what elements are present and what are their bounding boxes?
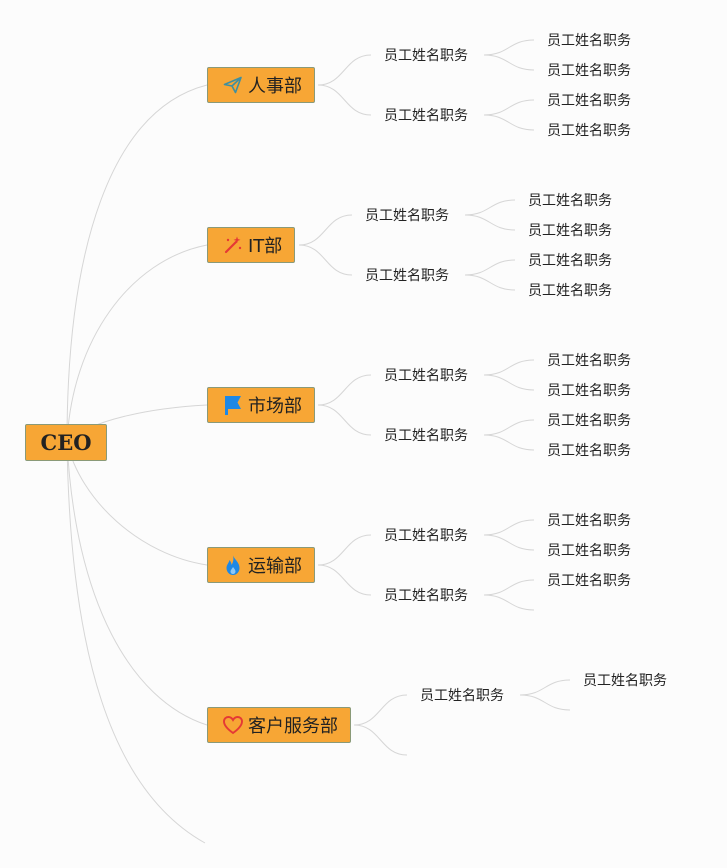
logistics-group-1-member-2: 员工姓名职务 — [547, 543, 631, 559]
link-dept3-group1-member2 — [483, 374, 535, 391]
hr-group-2-member-1: 员工姓名职务 — [547, 93, 631, 109]
dept-marketing-node[interactable]: 市场部 — [207, 387, 315, 423]
link-dept3-group1-member1 — [483, 359, 535, 376]
it-group-1-label: 员工姓名职务 — [365, 208, 449, 224]
it-group-2-label: 员工姓名职务 — [365, 268, 449, 284]
link-ceo-extra — [66, 441, 206, 844]
link-dept1-group1 — [317, 54, 372, 86]
marketing-group-2-member-2: 员工姓名职务 — [547, 443, 631, 459]
dept-it-node[interactable]: IT部 — [207, 227, 296, 263]
link-dept4-group2-member1 — [483, 579, 535, 596]
it-group-2-member-2: 员工姓名职务 — [528, 283, 612, 299]
link-dept1-group2-member2 — [483, 114, 535, 131]
ceo-label: CEO — [40, 430, 92, 455]
link-dept5-group1 — [353, 694, 408, 726]
logistics-group-2-label: 员工姓名职务 — [384, 588, 468, 604]
cs-group-1-label: 员工姓名职务 — [420, 688, 504, 704]
link-dept2-group2 — [298, 244, 353, 276]
link-dept5-group1-member2 — [519, 694, 571, 711]
link-dept3-group2-member2 — [483, 434, 535, 451]
hr-group-1-label: 员工姓名职务 — [384, 48, 468, 64]
link-dept2-group1-member1 — [464, 199, 516, 216]
logistics-group-1-member-1: 员工姓名职务 — [547, 513, 631, 529]
flame-icon — [222, 554, 244, 576]
dept-logistics-label: 运输部 — [248, 556, 302, 577]
marketing-group-1-member-1: 员工姓名职务 — [547, 353, 631, 369]
link-dept1-group2-member1 — [483, 99, 535, 116]
dept-marketing-label: 市场部 — [248, 396, 302, 417]
link-dept4-group1-member1 — [483, 519, 535, 536]
dept-hr-node[interactable]: 人事部 — [207, 67, 315, 103]
dept-logistics-node[interactable]: 运输部 — [207, 547, 315, 583]
ceo-node[interactable]: CEO — [25, 424, 107, 461]
link-dept2-group1-member2 — [464, 214, 516, 231]
link-dept4-group2-member2 — [483, 594, 535, 611]
marketing-group-1-member-2: 员工姓名职务 — [547, 383, 631, 399]
cs-group-1-member-1: 员工姓名职务 — [583, 673, 667, 689]
hr-group-2-member-2: 员工姓名职务 — [547, 123, 631, 139]
it-group-2-member-1: 员工姓名职务 — [528, 253, 612, 269]
magic-wand-icon — [222, 234, 244, 256]
link-dept4-group1 — [317, 534, 372, 566]
dept-it-label: IT部 — [248, 236, 283, 257]
dept-customer-service-node[interactable]: 客户服务部 — [207, 707, 351, 743]
link-dept3-group2-member1 — [483, 419, 535, 436]
hr-group-1-member-1: 员工姓名职务 — [547, 33, 631, 49]
link-dept3-group1 — [317, 374, 372, 406]
link-ceo-customer-service — [66, 441, 208, 726]
dept-customer-service-label: 客户服务部 — [248, 716, 338, 737]
heart-icon — [222, 714, 244, 736]
link-ceo-hr — [66, 84, 208, 443]
paper-plane-icon — [222, 74, 244, 96]
marketing-group-1-label: 员工姓名职务 — [384, 368, 468, 384]
link-dept1-group1-member1 — [483, 39, 535, 56]
it-group-1-member-2: 员工姓名职务 — [528, 223, 612, 239]
link-dept5-group1-member1 — [519, 679, 571, 696]
marketing-group-2-label: 员工姓名职务 — [384, 428, 468, 444]
dept-hr-label: 人事部 — [248, 76, 302, 97]
hr-group-2-label: 员工姓名职务 — [384, 108, 468, 124]
hr-group-1-member-2: 员工姓名职务 — [547, 63, 631, 79]
link-dept2-group2-member2 — [464, 274, 516, 291]
link-dept5-group2 — [353, 724, 408, 756]
link-dept4-group1-member2 — [483, 534, 535, 551]
link-dept3-group2 — [317, 404, 372, 436]
marketing-group-2-member-1: 员工姓名职务 — [547, 413, 631, 429]
link-ceo-it — [66, 244, 208, 443]
it-group-1-member-1: 员工姓名职务 — [528, 193, 612, 209]
link-dept1-group1-member2 — [483, 54, 535, 71]
link-dept1-group2 — [317, 84, 372, 116]
flag-icon — [222, 394, 244, 416]
link-dept2-group2-member1 — [464, 259, 516, 276]
link-ceo-logistics — [66, 441, 208, 566]
link-dept4-group2 — [317, 564, 372, 596]
logistics-group-2-member-1: 员工姓名职务 — [547, 573, 631, 589]
logistics-group-1-label: 员工姓名职务 — [384, 528, 468, 544]
link-dept2-group1 — [298, 214, 353, 246]
